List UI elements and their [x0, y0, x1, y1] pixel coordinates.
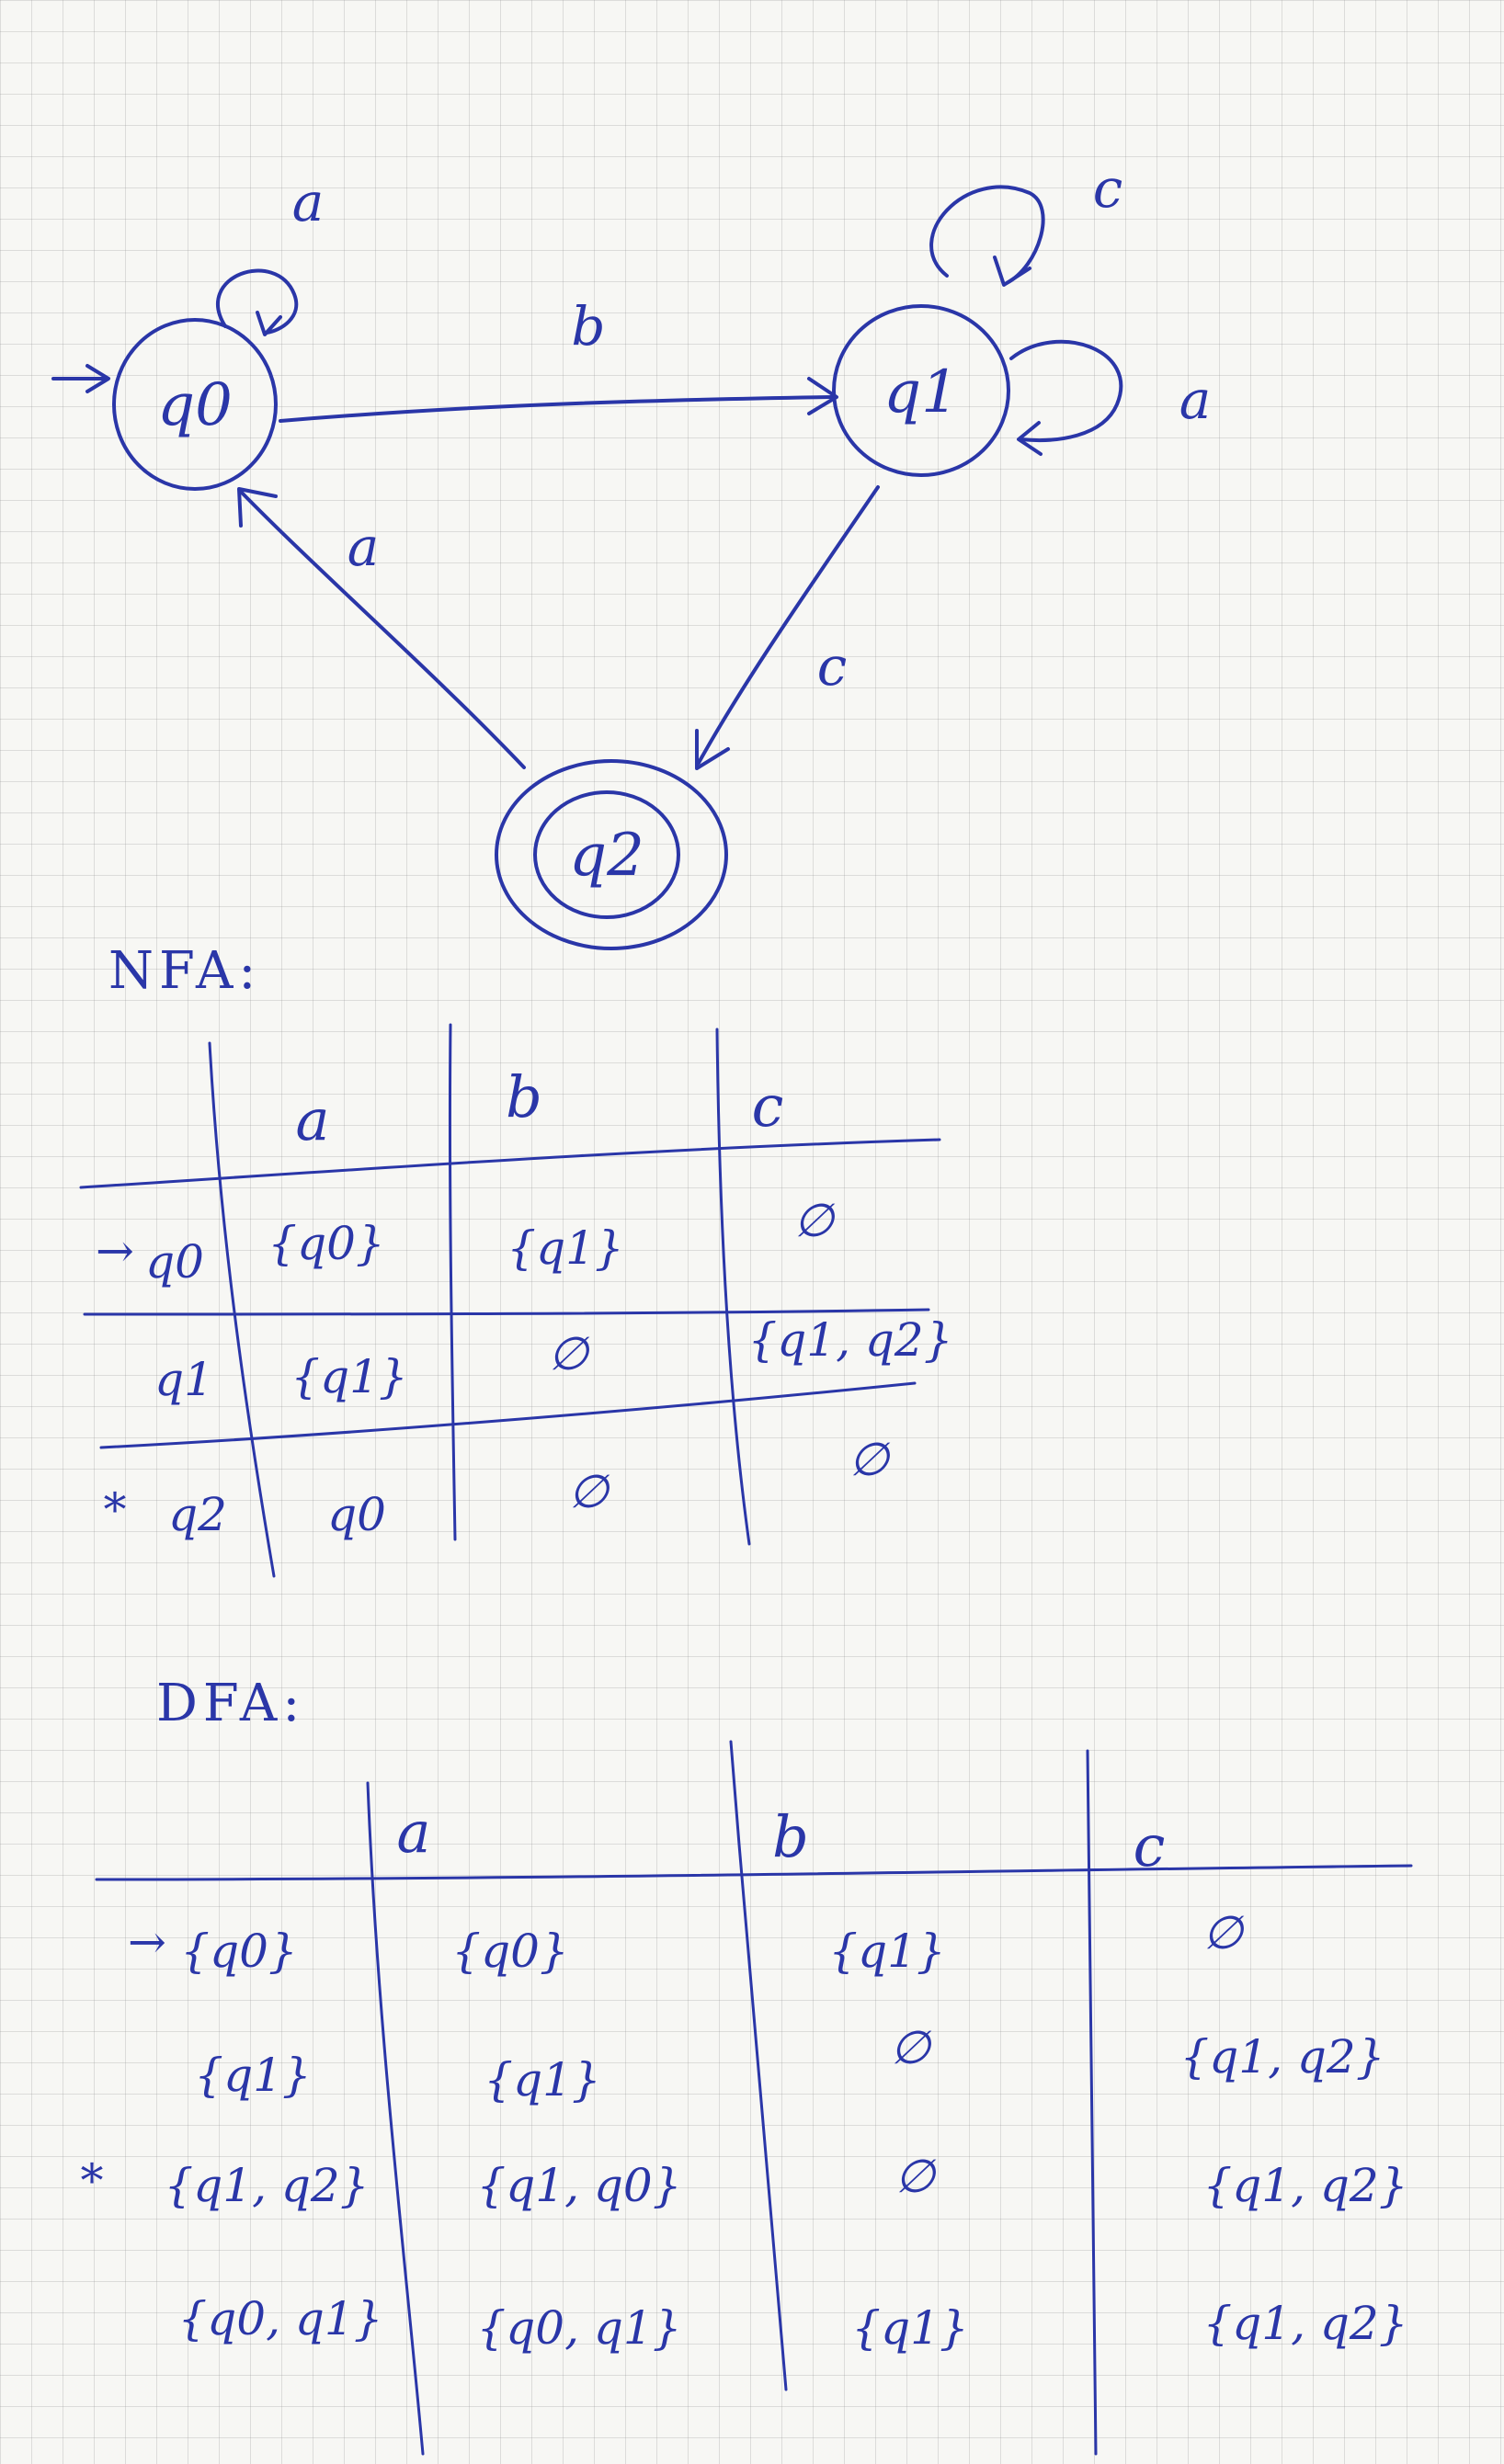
- nfa-cell: q0: [327, 1488, 386, 1541]
- transition-q2-q0: a: [237, 487, 526, 769]
- dfa-cell: {q1, q2}: [1202, 2297, 1407, 2350]
- dfa-header-a: a: [397, 1799, 431, 1866]
- dfa-row-state: {q1, q2}: [164, 2159, 369, 2212]
- nfa-table: NFA: a b c → q0 {q0} {q1} ∅ q1 {q1} ∅ {q…: [79, 941, 953, 1578]
- transition-q0-q0: a: [216, 171, 325, 336]
- nfa-cell: ∅: [548, 1327, 590, 1380]
- dfa-row-state: {q0, q1}: [177, 2292, 382, 2345]
- dfa-cell: {q1, q2}: [1202, 2159, 1407, 2212]
- nfa-row-state: q2: [168, 1488, 227, 1541]
- nfa-row-line-1: [83, 1308, 930, 1316]
- nfa-header-line: [79, 1138, 941, 1189]
- dfa-header-line: [95, 1864, 1413, 1881]
- state-q2-label: q2: [569, 822, 644, 890]
- dfa-cell: ∅: [894, 2150, 937, 2203]
- state-q0-label: q0: [157, 371, 233, 439]
- state-q1-circle: [832, 304, 1010, 477]
- dfa-row-state: {q1}: [194, 2049, 311, 2102]
- dfa-cell: {q1}: [484, 2053, 600, 2106]
- transition-q1-q2: c: [695, 485, 880, 770]
- transition-q1-q1-right: a: [1009, 339, 1212, 456]
- transition-q1-q1-top: c: [929, 157, 1122, 287]
- transition-q1-q2-label: c: [817, 635, 847, 698]
- nfa-divider-bc: [715, 1028, 751, 1546]
- state-q2-outer-circle: [495, 759, 728, 950]
- start-arrow-icon: [51, 364, 110, 393]
- nfa-header-a: a: [296, 1086, 330, 1153]
- nfa-row-state: q0: [145, 1235, 204, 1289]
- nfa-cell: {q1}: [507, 1221, 623, 1275]
- dfa-cell: ∅: [1202, 1906, 1245, 1959]
- nfa-cell: {q1}: [291, 1350, 407, 1403]
- nfa-heading: NFA:: [108, 941, 261, 1001]
- dfa-row-state: {q0}: [180, 1925, 297, 1978]
- state-q1-label: q1: [883, 358, 959, 426]
- state-q1: q1: [832, 304, 1010, 477]
- state-q2-inner-circle: [533, 790, 680, 919]
- nfa-cell: {q0}: [268, 1217, 384, 1270]
- nfa-cell: ∅: [849, 1433, 891, 1486]
- dfa-divider-bc: [1086, 1749, 1098, 2456]
- dfa-cell: {q1}: [851, 2301, 968, 2355]
- dfa-cell: {q0}: [451, 1925, 568, 1978]
- transition-q1-q1-top-label: c: [1093, 157, 1122, 220]
- state-q0-circle: [112, 318, 278, 491]
- nfa-cell: ∅: [793, 1194, 836, 1247]
- dfa-heading: DFA:: [156, 1674, 305, 1733]
- nfa-cell: ∅: [568, 1465, 610, 1518]
- dfa-cell: ∅: [890, 2021, 932, 2074]
- dfa-header-c: c: [1134, 1812, 1166, 1879]
- nfa-row-state: q1: [154, 1353, 213, 1406]
- transition-q2-q0-label: a: [348, 516, 380, 578]
- state-q2: q2: [495, 759, 728, 950]
- nfa-row-marker-start: →: [96, 1224, 134, 1277]
- dfa-cell: {q1, q0}: [476, 2159, 681, 2212]
- dfa-header-b: b: [772, 1803, 809, 1870]
- dfa-table: DFA: a b c → {q0} {q0} {q1} ∅ {q1} {q1} …: [81, 1674, 1413, 2456]
- dfa-cell: {q0, q1}: [476, 2301, 681, 2355]
- dfa-row-marker-accept: *: [81, 2154, 104, 2208]
- nfa-divider-state: [208, 1041, 276, 1578]
- state-q0: q0: [112, 318, 278, 491]
- nfa-cell: {q1, q2}: [747, 1313, 952, 1367]
- dfa-divider-state: [366, 1781, 425, 2456]
- nfa-row-marker-accept: *: [104, 1483, 127, 1537]
- nfa-header-c: c: [752, 1073, 784, 1140]
- dfa-divider-ab: [729, 1740, 788, 2391]
- transition-q1-q1-right-label: a: [1179, 369, 1212, 431]
- nfa-header-b: b: [506, 1063, 542, 1130]
- state-diagram: q0 q1 q2 a b c: [51, 157, 1212, 950]
- dfa-row-marker-start: →: [128, 1915, 166, 1969]
- transition-q0-q1: b: [279, 295, 838, 423]
- transition-q0-q1-label: b: [571, 295, 605, 358]
- transition-q0-q0-label: a: [292, 171, 325, 233]
- dfa-cell: {q1, q2}: [1179, 2030, 1384, 2084]
- dfa-cell: {q1}: [828, 1925, 945, 1978]
- nfa-row-line-2: [99, 1381, 917, 1449]
- nfa-divider-ab: [448, 1023, 457, 1541]
